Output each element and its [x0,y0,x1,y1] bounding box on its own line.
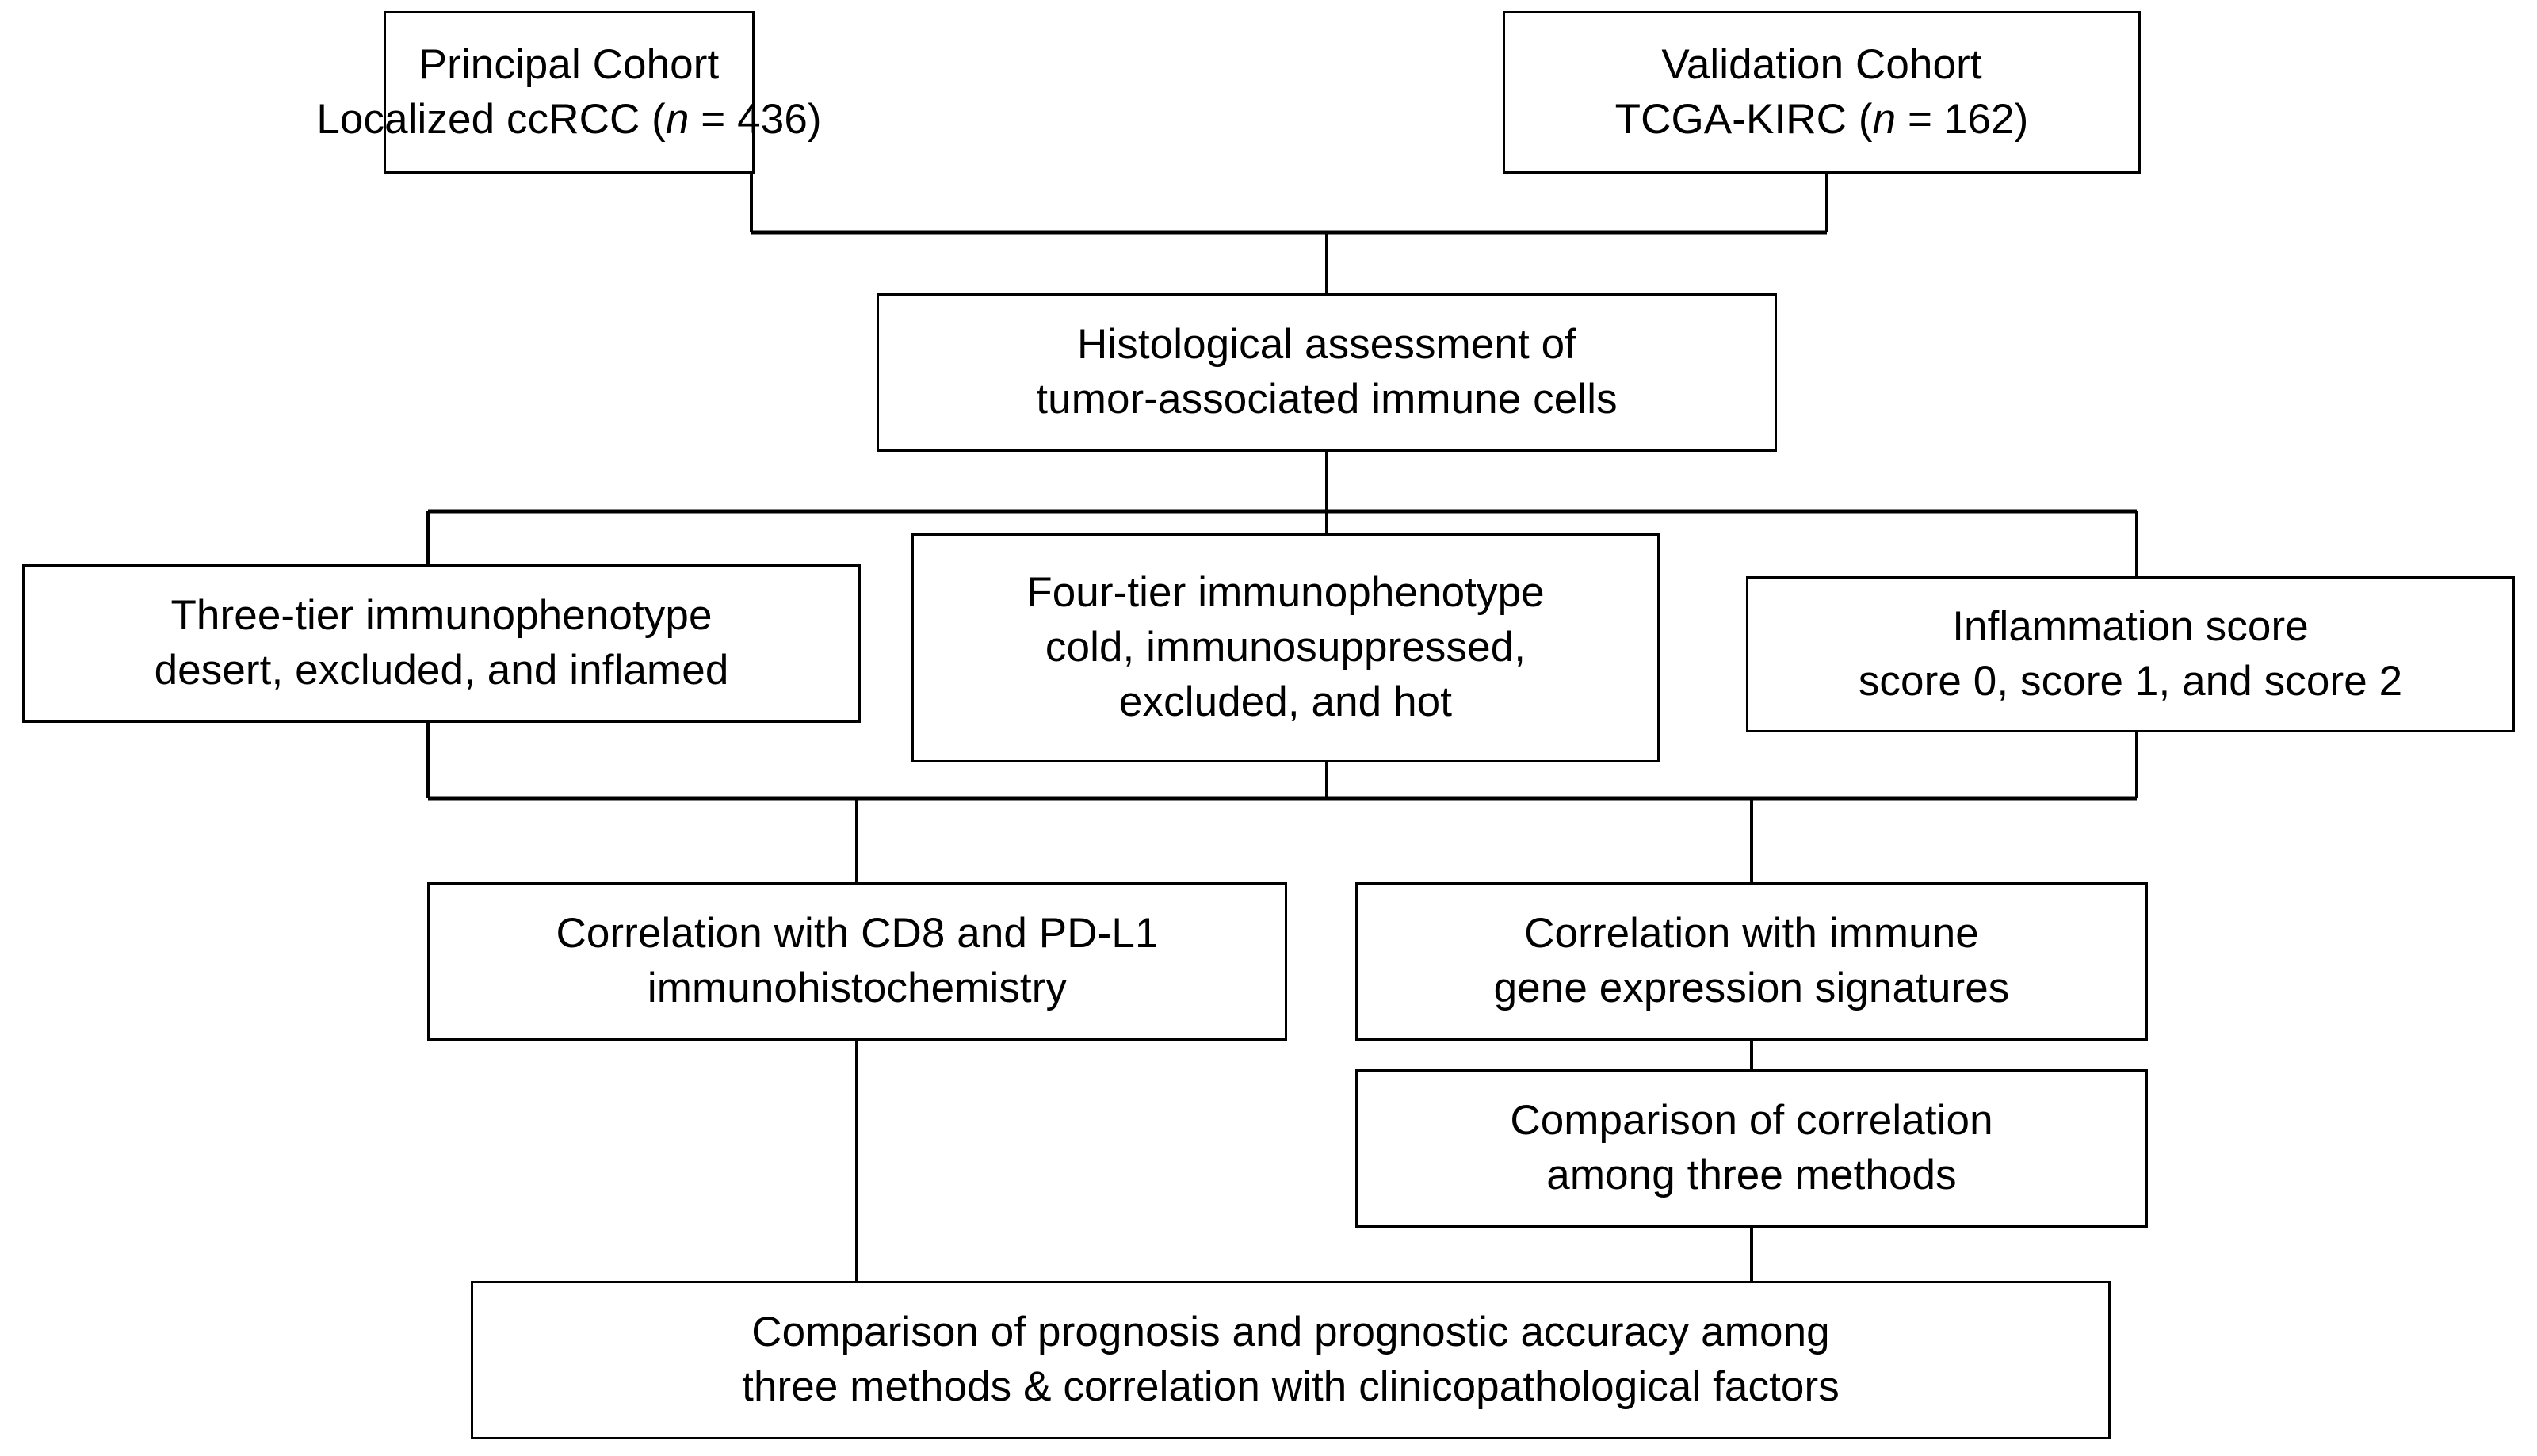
histological-assessment-box-line-2: tumor-associated immune cells [1036,376,1618,422]
comparison-of-correlation-box-line-2: among three methods [1546,1152,1957,1198]
histological-assessment-box-line-1: Histological assessment of [1076,321,1577,369]
cd8-pdl1-correlation-box-line-1: Correlation with CD8 and PD-L1 [556,910,1159,957]
inflammation-score-box-line-2: score 0, score 1, and score 2 [1858,657,2403,705]
immune-gene-correlation-box-line-2: gene expression signatures [1493,965,2010,1011]
inflammation-score-box: Inflammation score score 0, score 1, and … [1746,576,2515,732]
four-tier-immunophenotype-box: Four-tier immunophenotype cold, immunosup… [911,533,1660,762]
comparison-of-prognosis-box-line-1: Comparison of prognosis and prognostic a… [751,1309,1830,1356]
comparison-of-prognosis-box: Comparison of prognosis and prognostic a… [471,1281,2111,1439]
validation-cohort-box-line-2: TCGA-KIRC (n = 162) [1614,95,2029,143]
comparison-of-correlation-box: Comparison of correlation among three met… [1355,1069,2148,1228]
principal-cohort-box-line-1: Principal Cohort [418,40,720,88]
four-tier-immunophenotype-box-line-3: excluded, and hot [1118,678,1453,725]
three-tier-immunophenotype-box-line-2: desert, excluded, and inflamed [154,647,729,694]
four-tier-immunophenotype-box-line-2: cold, immunosuppressed, [1045,624,1526,671]
four-tier-immunophenotype-box-line-1: Four-tier immunophenotype [1026,569,1545,617]
comparison-of-prognosis-box-line-2: three methods & correlation with clinico… [742,1363,1840,1410]
italic-n-symbol: n [665,95,690,143]
comparison-of-correlation-box-line-1: Comparison of correlation [1510,1097,1993,1145]
italic-n-symbol: n [1872,95,1897,143]
cd8-pdl1-correlation-box: Correlation with CD8 and PD-L1 immunohist… [427,882,1287,1041]
immune-gene-correlation-box-line-1: Correlation with immune [1524,910,1979,957]
inflammation-score-box-line-1: Inflammation score [1952,602,2309,650]
cd8-pdl1-correlation-box-line-2: immunohistochemistry [647,965,1068,1011]
validation-cohort-box-line-1: Validation Cohort [1661,40,1982,88]
principal-cohort-box-line-2: Localized ccRCC (n = 436) [316,95,822,143]
histological-assessment-box: Histological assessment of tumor-associat… [877,293,1777,452]
three-tier-immunophenotype-box-line-1: Three-tier immunophenotype [170,592,713,640]
three-tier-immunophenotype-box: Three-tier immunophenotype desert, exclud… [22,564,861,723]
immune-gene-correlation-box: Correlation with immune gene expression s… [1355,882,2148,1041]
